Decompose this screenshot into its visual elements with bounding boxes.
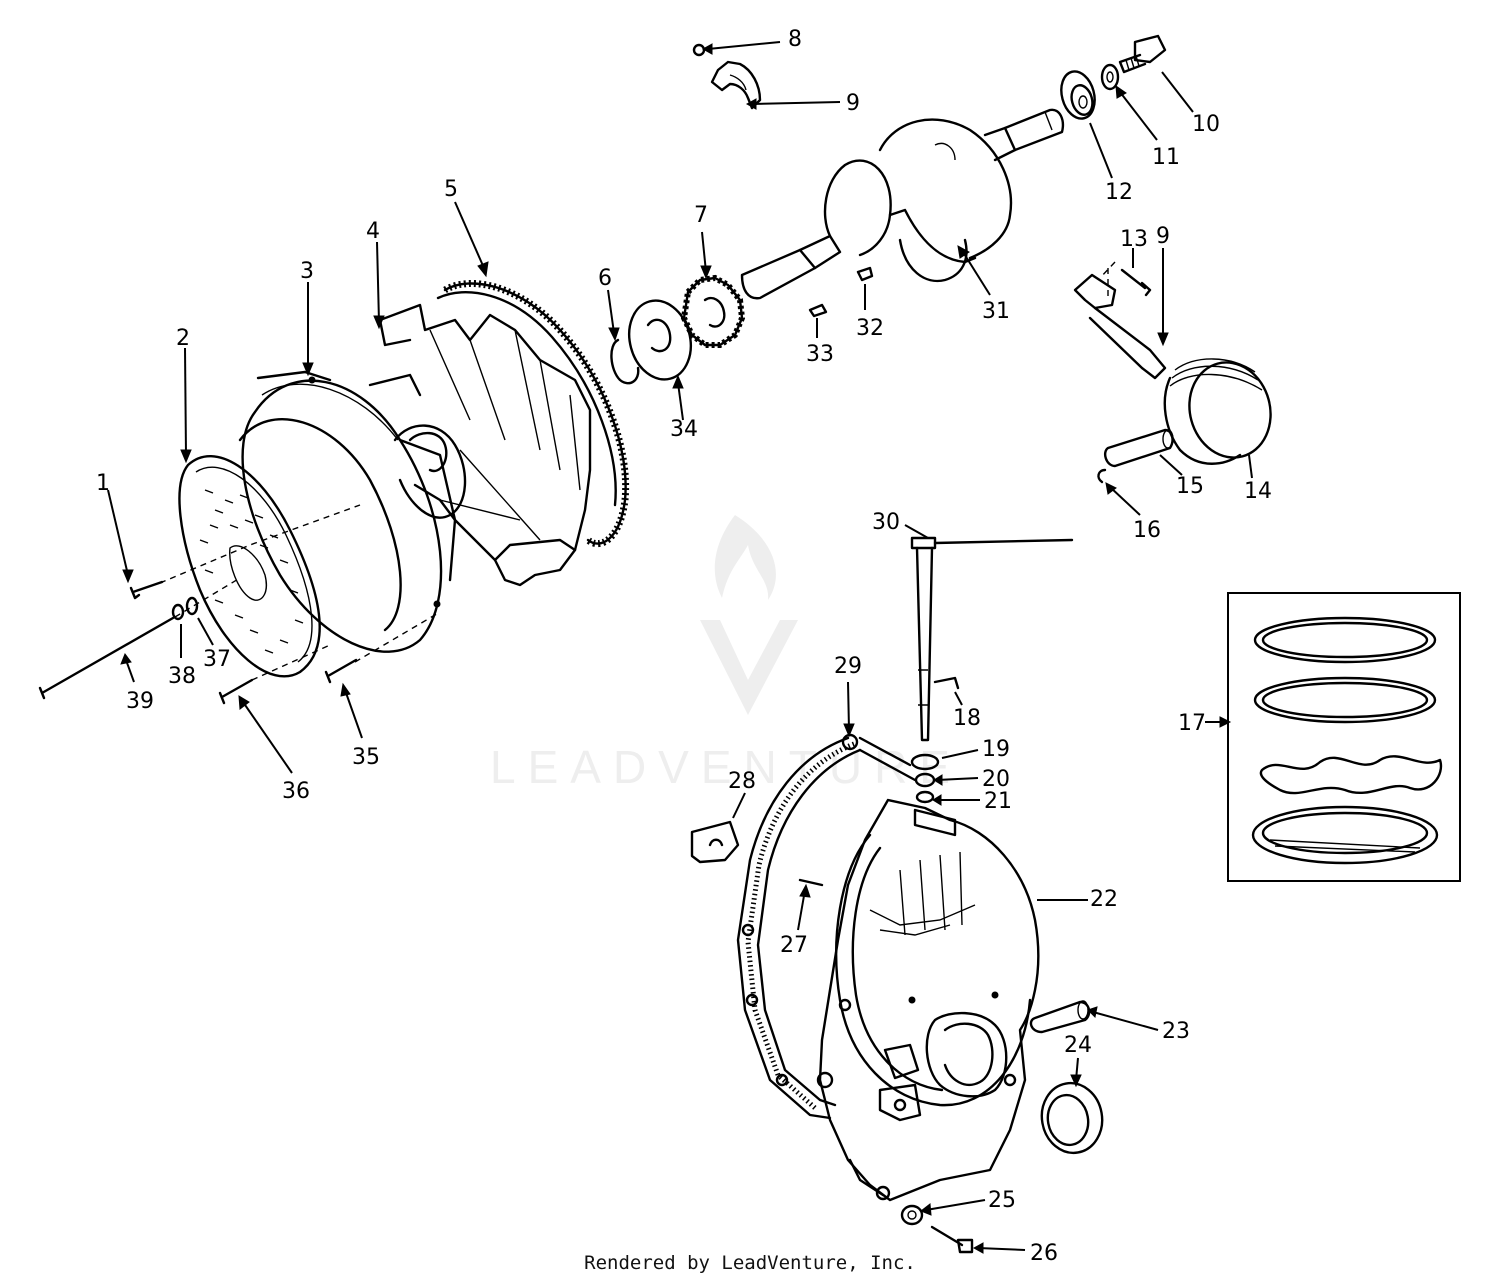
callout-label: 34	[670, 417, 698, 442]
part-2-rotating-screen	[178, 347, 321, 678]
part-21-washer	[915, 790, 980, 806]
callout-label: 18	[953, 706, 981, 731]
part-31-crankshaft	[740, 108, 1064, 300]
callout-label: 23	[1162, 1019, 1190, 1044]
part-16-retainer-clip	[1097, 468, 1141, 516]
part-12-pulley	[1060, 70, 1113, 179]
callout-label: 1	[96, 471, 110, 496]
callout-label: 6	[598, 266, 612, 291]
callout-label: 17	[1178, 711, 1206, 736]
part-24-oil-seal	[1040, 1057, 1104, 1155]
callout-label: 9	[1156, 224, 1170, 249]
callout-label: 35	[352, 745, 380, 770]
callout-label: 33	[806, 342, 834, 367]
part-15-piston-pin	[1104, 428, 1183, 476]
part-18-pin	[933, 676, 963, 706]
alignment-line-screws	[251, 611, 441, 681]
part-5-ring-gear	[436, 201, 630, 548]
callout-label: 5	[444, 177, 458, 202]
callout-label: 2	[176, 326, 190, 351]
part-35-screw	[324, 658, 363, 739]
callout-label: 39	[126, 689, 154, 714]
callout-label: 29	[834, 654, 862, 679]
rendered-by-credit: Rendered by LeadVenture, Inc.	[584, 1252, 916, 1274]
callout-label: 12	[1105, 180, 1133, 205]
callout-label: 4	[366, 219, 380, 244]
part-26-screw	[930, 1225, 1026, 1254]
callout-label: 28	[728, 769, 756, 794]
part-28-bracket	[690, 792, 746, 864]
part-23-bushing	[1029, 1000, 1159, 1034]
callout-label: 11	[1152, 145, 1180, 170]
part-22-crankcase-cover	[816, 798, 1088, 1202]
part-39-long-bolt	[38, 577, 241, 700]
callout-label: 9	[846, 91, 860, 116]
callout-labels: 1 2 3 4 5 6 7 8 9 10 11 12 13 9 14 15 16…	[96, 27, 1272, 1266]
part-6-retaining-ring	[607, 289, 640, 385]
part-29-gasket	[736, 681, 917, 1120]
callout-label: 16	[1133, 518, 1161, 543]
callout-label: 19	[982, 737, 1010, 762]
part-13-rod-bolt	[1099, 248, 1152, 300]
part-32-key	[856, 266, 874, 310]
callout-label: 25	[988, 1188, 1016, 1213]
watermark-logo	[700, 515, 798, 715]
part-38-washer	[171, 603, 185, 658]
callout-label: 37	[203, 647, 231, 672]
part-3-blower-housing-ring	[238, 282, 457, 653]
part-17-piston-ring-set	[1205, 592, 1461, 882]
callout-label: 8	[788, 27, 802, 52]
part-8-nut	[692, 41, 781, 57]
part-36-screw	[218, 678, 293, 774]
part-34-thrust-washer	[628, 299, 692, 421]
part-14-piston	[1163, 358, 1272, 479]
part-30-dipstick	[904, 524, 1074, 742]
callout-label: 3	[300, 259, 314, 284]
callout-label: 7	[694, 203, 708, 228]
callout-label: 38	[168, 664, 196, 689]
callout-label: 36	[282, 779, 310, 804]
part-7-crankshaft-gear	[680, 231, 746, 348]
callout-label: 30	[872, 510, 900, 535]
part-33-key	[808, 303, 828, 338]
part-11-washer	[1100, 63, 1158, 141]
callout-label: 27	[780, 933, 808, 958]
callout-label: 24	[1064, 1033, 1092, 1058]
part-27-dowel-pin	[797, 878, 824, 931]
callout-label: 14	[1244, 479, 1272, 504]
part-4-flywheel	[368, 241, 592, 587]
part-10-bolt	[1118, 34, 1194, 113]
callout-label: 10	[1192, 112, 1220, 137]
callout-label: 32	[856, 316, 884, 341]
callout-label: 31	[982, 299, 1010, 324]
callout-label: 13	[1120, 227, 1148, 252]
part-1-screw	[107, 489, 164, 600]
callout-label: 20	[982, 767, 1010, 792]
part-9-connecting-rod-cap	[710, 60, 841, 110]
callout-label: 21	[984, 789, 1012, 814]
callout-label: 22	[1090, 887, 1118, 912]
part-25-nut	[900, 1199, 986, 1226]
callout-label: 15	[1176, 474, 1204, 499]
watermark-text: LEADVENTURE	[490, 741, 962, 793]
part-19-seal	[910, 749, 979, 771]
callout-label: 26	[1030, 1241, 1058, 1266]
part-9-connecting-rod	[1073, 248, 1169, 380]
part-37-spring	[185, 596, 214, 646]
